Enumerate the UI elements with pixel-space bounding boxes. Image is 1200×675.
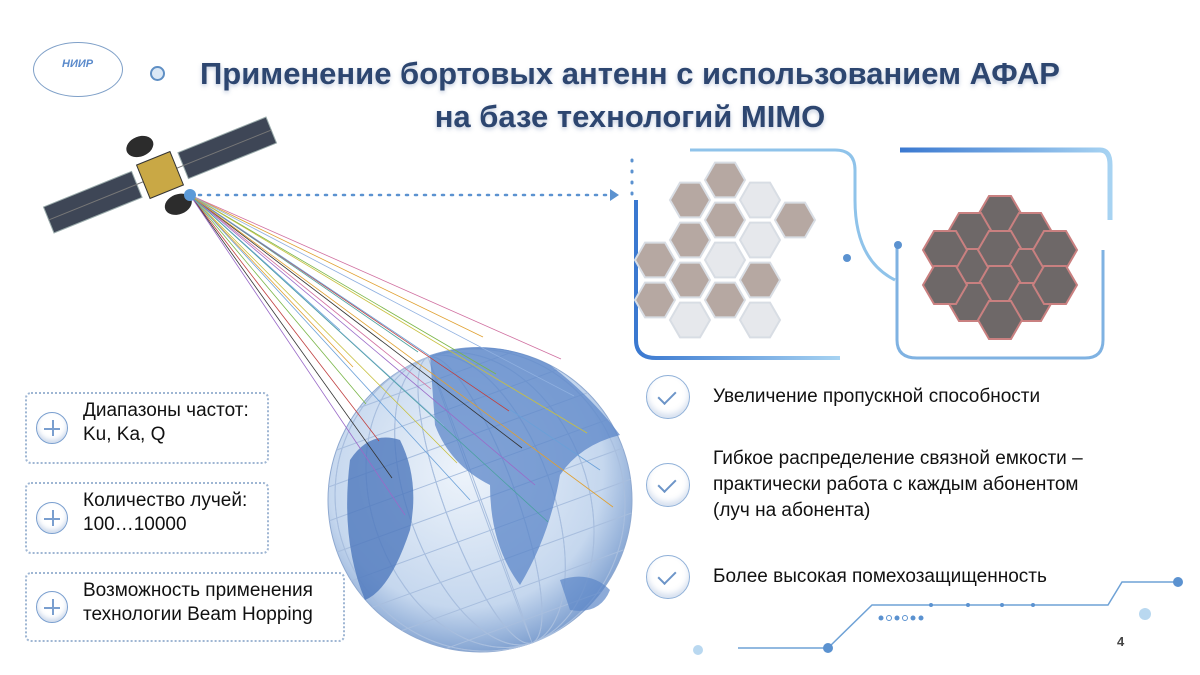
page-title-line1: Применение бортовых антенн с использован… xyxy=(200,56,1060,91)
hex-cell xyxy=(1031,229,1079,271)
feature-value: Ku, Ka, Q xyxy=(83,424,166,445)
hex-cell xyxy=(738,301,782,339)
hex-cell xyxy=(921,229,969,271)
hex-cell xyxy=(703,281,747,319)
beam-line xyxy=(189,194,575,397)
antenna-frames xyxy=(630,147,1113,360)
benefit-flexible-capacity: Гибкое распределение связной емкости – п… xyxy=(713,446,1083,524)
check-circle-icon xyxy=(646,555,690,599)
beam-origin-dot xyxy=(184,189,196,201)
beam-line xyxy=(189,194,549,523)
feature-frequency-ranges: Диапазоны частот: Ku, Ka, Q xyxy=(25,392,269,464)
decorative-circuit xyxy=(693,577,1183,655)
hex-cell xyxy=(668,221,712,259)
plus-circle-icon xyxy=(36,591,68,623)
arrow-icon xyxy=(610,189,619,201)
feature-beam-count: Количество лучей: 100…10000 xyxy=(25,482,269,554)
hex-cell xyxy=(703,201,747,239)
hex-cell xyxy=(738,221,782,259)
hex-cell xyxy=(668,181,712,219)
logo-text: НИИР xyxy=(62,58,94,70)
benefit-line: Гибкое распределение связной емкости – xyxy=(713,448,1083,469)
feature-beam-hopping: Возможность применения технологии Beam H… xyxy=(25,572,345,642)
beam-line xyxy=(189,194,432,390)
hex-cell xyxy=(1031,264,1079,306)
hex-cell xyxy=(668,301,712,339)
hex-cell xyxy=(773,201,817,239)
beam-line xyxy=(189,194,601,471)
hex-cell xyxy=(976,299,1024,341)
hex-cell xyxy=(703,241,747,279)
beam-line xyxy=(189,194,562,360)
beam-line xyxy=(189,194,471,501)
globe xyxy=(327,347,633,653)
feature-value: 100…10000 xyxy=(83,514,187,535)
check-circle-icon xyxy=(646,375,690,419)
beam-line xyxy=(189,194,458,464)
hex-cell xyxy=(668,261,712,299)
benefit-line: (луч на абонента) xyxy=(713,500,871,521)
beam-line xyxy=(189,194,484,338)
beam-line xyxy=(189,194,354,368)
hex-cell xyxy=(738,261,782,299)
hex-cell xyxy=(703,161,747,199)
feature-value: технологии Beam Hopping xyxy=(83,604,313,625)
hex-cell xyxy=(633,241,677,279)
benefit-interference-immunity: Более высокая помехозащищенность xyxy=(713,566,1047,587)
plus-circle-icon xyxy=(36,502,68,534)
beam-line xyxy=(189,194,367,405)
beam-line xyxy=(189,194,406,516)
page-number: 4 xyxy=(1117,634,1125,649)
hex-cell xyxy=(921,264,969,306)
afar-panel-image xyxy=(633,161,817,339)
benefit-line: практически работа с каждым абонентом xyxy=(713,474,1079,495)
beam-line xyxy=(189,194,393,479)
feature-label: Количество лучей: xyxy=(83,490,248,511)
beam-lines xyxy=(189,194,614,523)
beam-line xyxy=(189,194,536,486)
beam-line xyxy=(189,194,588,434)
hex-cell xyxy=(633,281,677,319)
title-bullet-icon xyxy=(150,66,165,81)
feature-label: Диапазоны частот: xyxy=(83,400,249,421)
beam-line xyxy=(189,194,497,375)
satellite-icon xyxy=(42,116,278,234)
niir-logo: НИИР xyxy=(33,42,123,97)
beam-line xyxy=(189,194,614,508)
page-title-line2: на базе технологий MIMO xyxy=(434,99,826,134)
feature-label: Возможность применения xyxy=(83,580,313,601)
benefit-throughput: Увеличение пропускной способности xyxy=(713,386,1041,407)
plus-circle-icon xyxy=(36,412,68,444)
check-circle-icon xyxy=(646,463,690,507)
hex-cell xyxy=(738,181,782,219)
beam-line xyxy=(189,194,380,442)
beam-line xyxy=(189,194,523,449)
mimo-array-image xyxy=(921,194,1079,341)
